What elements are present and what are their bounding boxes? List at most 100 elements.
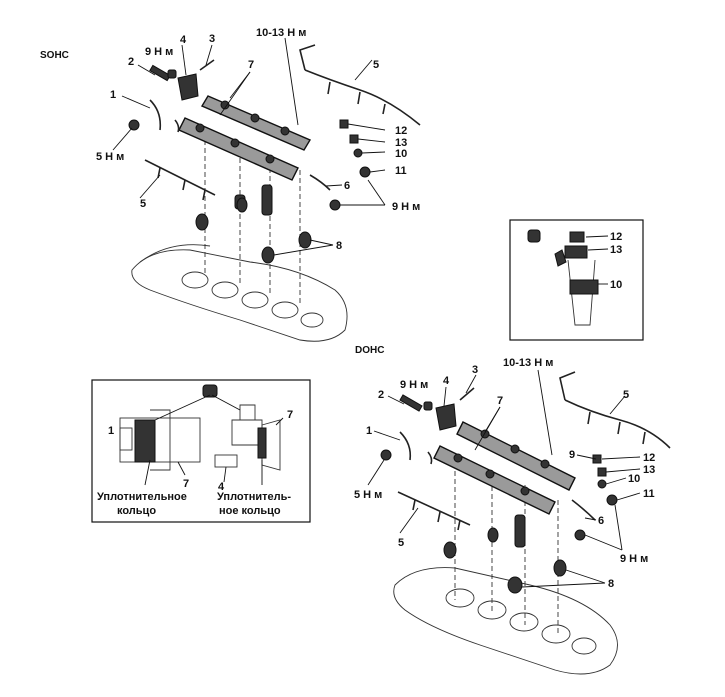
seal-inset: 1 7 7 4 Уплотнительное кольцо Уплотнител… bbox=[91, 379, 311, 523]
seal-caption-left-2: кольцо bbox=[117, 505, 156, 517]
dohc-harness-upper bbox=[564, 399, 671, 449]
sohc-label-1: 1 bbox=[110, 89, 116, 101]
sohc-torque-9nm-bottom: 9 Н м bbox=[392, 201, 420, 213]
seal-leader-cap-left bbox=[154, 394, 211, 421]
sohc-regulator-parts bbox=[128, 59, 215, 133]
dohc-title: DOHC bbox=[355, 345, 384, 356]
sohc-harness-branches bbox=[327, 81, 386, 115]
dohc-torque-5nm: 5 Н м bbox=[354, 489, 382, 501]
sohc-harness-lower bbox=[144, 159, 216, 196]
dohc-label-5-lower: 5 bbox=[398, 537, 404, 549]
dohc-fittings bbox=[571, 454, 618, 541]
dohc-fuel-rail-lower bbox=[433, 445, 556, 515]
dohc-assembly: DOHC bbox=[354, 345, 671, 675]
detail-connector bbox=[569, 279, 599, 295]
dohc-harness-connector bbox=[559, 371, 576, 401]
seal-label-1: 1 bbox=[108, 425, 114, 437]
sohc-fuel-rail-upper bbox=[200, 95, 312, 151]
dohc-torque-1013nm: 10-13 Н м bbox=[503, 357, 553, 369]
dohc-cylinder-head bbox=[393, 567, 618, 675]
seal-caption-left-1: Уплотнительное bbox=[97, 491, 187, 503]
dohc-label-3: 3 bbox=[472, 364, 478, 376]
sohc-head-edge bbox=[139, 244, 211, 263]
seal-inset-frame bbox=[91, 379, 311, 523]
dohc-label-7: 7 bbox=[497, 395, 503, 407]
dohc-torque-9nm-top: 9 Н м bbox=[400, 379, 428, 391]
sohc-title: SOHC bbox=[40, 50, 69, 61]
detail-cap bbox=[527, 229, 541, 243]
seal-right-cap bbox=[202, 384, 218, 398]
sohc-label-5-upper: 5 bbox=[373, 59, 379, 71]
detail-inset: 12 13 10 bbox=[509, 219, 644, 341]
dohc-label-8: 8 bbox=[608, 578, 614, 590]
sohc-harness-upper bbox=[304, 69, 421, 126]
sohc-torque-9nm-top: 9 Н м bbox=[145, 46, 173, 58]
sohc-label-10: 10 bbox=[395, 148, 407, 160]
dohc-label-13: 13 bbox=[643, 464, 655, 476]
detail-label-12: 12 bbox=[610, 231, 622, 243]
sohc-label-11: 11 bbox=[395, 165, 407, 177]
seal-leader-cap-right bbox=[211, 394, 241, 411]
sohc-label-8: 8 bbox=[336, 240, 342, 252]
sohc-cylinder-head bbox=[131, 249, 348, 342]
seal-label-4: 4 bbox=[218, 481, 225, 493]
seal-left-oring bbox=[134, 419, 156, 463]
dohc-label-12: 12 bbox=[643, 452, 655, 464]
sohc-fuel-rail-lower bbox=[178, 117, 299, 181]
seal-leader-4 bbox=[223, 466, 227, 483]
dohc-leaders bbox=[367, 369, 641, 588]
sohc-head-ports bbox=[181, 271, 324, 328]
detail-label-10: 10 bbox=[610, 279, 622, 291]
sohc-label-3: 3 bbox=[209, 33, 215, 45]
dohc-injectors bbox=[443, 514, 567, 594]
dohc-label-11: 11 bbox=[643, 488, 655, 500]
dohc-harness-branches bbox=[587, 411, 646, 445]
dohc-label-2: 2 bbox=[378, 389, 384, 401]
seal-right-top bbox=[239, 404, 256, 421]
sohc-rail-bosses bbox=[195, 100, 290, 164]
seal-left-injector bbox=[119, 427, 133, 451]
dohc-rail-bosses bbox=[453, 429, 550, 496]
sohc-harness-lower-branches bbox=[157, 167, 206, 201]
dohc-label-4: 4 bbox=[443, 375, 450, 387]
sohc-label-2: 2 bbox=[128, 56, 134, 68]
detail-clip bbox=[554, 249, 567, 267]
detail-nut bbox=[569, 231, 585, 243]
seal-right-oring bbox=[257, 427, 267, 459]
dohc-harness-lower-branches bbox=[412, 499, 461, 531]
dohc-label-9: 9 bbox=[569, 449, 575, 461]
sohc-label-12: 12 bbox=[395, 125, 407, 137]
dohc-fuel-rail-upper bbox=[456, 421, 576, 491]
dohc-label-1: 1 bbox=[366, 425, 372, 437]
sohc-harness-connector bbox=[299, 44, 316, 71]
sohc-label-6: 6 bbox=[344, 180, 350, 192]
detail-leader-12 bbox=[585, 235, 609, 238]
sohc-leaders bbox=[112, 37, 386, 256]
sohc-torque-1013nm: 10-13 Н м bbox=[256, 27, 306, 39]
seal-leader-7b bbox=[275, 417, 284, 426]
sohc-label-4: 4 bbox=[180, 34, 187, 46]
seal-label-7a: 7 bbox=[183, 478, 189, 490]
seal-left-bracket bbox=[150, 409, 171, 471]
sohc-label-5-lower: 5 bbox=[140, 198, 146, 210]
sohc-torque-5nm: 5 Н м bbox=[96, 151, 124, 163]
seal-leader-left-oring bbox=[144, 459, 151, 486]
dohc-torque-9nm-bottom: 9 Н м bbox=[620, 553, 648, 565]
dohc-harness-lower bbox=[397, 491, 471, 526]
detail-leader-13 bbox=[587, 248, 609, 251]
sohc-fittings bbox=[309, 119, 371, 211]
seal-leader-7a bbox=[177, 461, 186, 476]
detail-label-13: 13 bbox=[610, 244, 622, 256]
dohc-label-10: 10 bbox=[628, 473, 640, 485]
seal-caption-right-1: Уплотнитель- bbox=[217, 491, 291, 503]
sohc-assembly: SOHC bbox=[40, 27, 421, 342]
dohc-regulator-parts bbox=[380, 387, 475, 465]
sohc-label-7: 7 bbox=[248, 59, 254, 71]
detail-fitting bbox=[564, 245, 588, 259]
seal-caption-right-2: ное кольцо bbox=[219, 505, 281, 517]
sohc-label-13: 13 bbox=[395, 137, 407, 149]
dohc-label-6: 6 bbox=[598, 515, 604, 527]
seal-label-7b: 7 bbox=[287, 409, 293, 421]
